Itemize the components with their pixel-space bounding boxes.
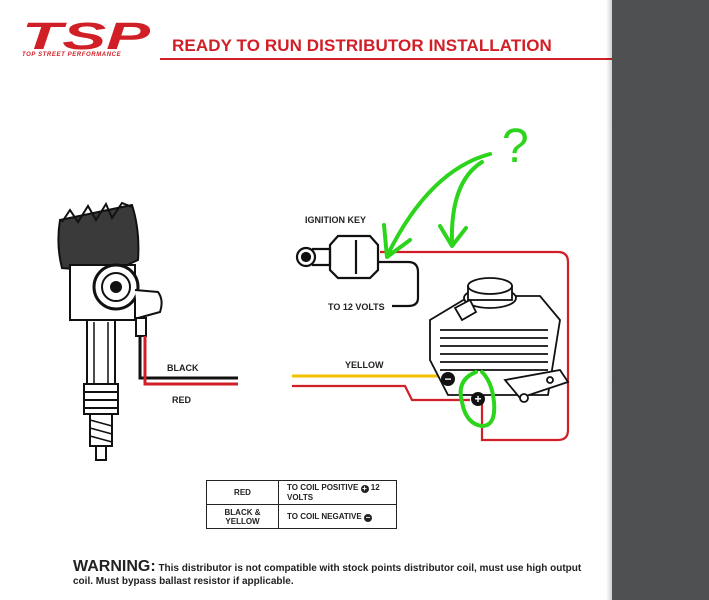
document-page: TSP TOP STREET PERFORMANCE READY TO RUN …: [22, 0, 612, 600]
minus-icon: −: [363, 512, 372, 522]
distributor-shaft: [86, 319, 116, 386]
red-wire-label: RED: [172, 395, 192, 405]
plus-symbol: +: [474, 392, 481, 406]
warning-title: WARNING:: [73, 558, 156, 575]
green-annotation: [382, 152, 497, 428]
warning-body: This distributor is not compatible with …: [73, 563, 582, 587]
green-arrow-right: [449, 160, 484, 246]
logo-text: TSP: [22, 18, 151, 54]
question-mark: ?: [502, 120, 529, 173]
black-wire-label: BLACK: [167, 363, 199, 373]
legend-connection: TO COIL NEGATIVE −: [278, 504, 397, 529]
coil-negative-terminal: [441, 372, 455, 386]
legend-wire: BLACK & YELLOW: [206, 504, 279, 529]
ignition-key: [295, 234, 380, 280]
wiring-legend: RED TO COIL POSITIVE + 12 VOLTS BLACK & …: [206, 480, 397, 529]
black-wire: [138, 336, 238, 380]
page-edge-shadow: [606, 0, 612, 600]
legend-row: BLACK & YELLOW TO COIL NEGATIVE −: [206, 504, 397, 529]
title-rule: [160, 58, 612, 60]
legend-connection-text: TO COIL POSITIVE: [287, 483, 359, 492]
coil-positive-terminal: [471, 392, 485, 406]
green-circle: [458, 370, 497, 428]
yellow-wire-label: YELLOW: [345, 360, 384, 370]
minus-symbol: −: [444, 372, 451, 386]
to-12v-wire: [378, 260, 420, 308]
legend-suffix: 12 VOLTS: [287, 483, 380, 502]
wiring-diagram: BLACK RED IGNITION KEY TO 12 VOLTS YELLO…: [57, 120, 570, 461]
legend-connection: TO COIL POSITIVE + 12 VOLTS: [278, 480, 397, 505]
green-arrow-left: [386, 152, 492, 256]
warning-text: WARNING: This distributor is not compati…: [73, 558, 593, 588]
legend-row: RED TO COIL POSITIVE + 12 VOLTS: [206, 480, 397, 505]
red-wire-ignition: [380, 250, 570, 442]
red-wire-distributor: [143, 336, 238, 386]
ignition-key-label: IGNITION KEY: [305, 215, 366, 225]
page-title: READY TO RUN DISTRIBUTOR INSTALLATION: [172, 36, 552, 55]
viewer-background: [612, 0, 709, 600]
legend-connection-text: TO COIL NEGATIVE: [287, 511, 362, 521]
to-12v-label: TO 12 VOLTS: [328, 302, 385, 312]
legend-wire: RED: [206, 480, 279, 505]
plus-icon: +: [360, 484, 369, 493]
red-wire-segment: [292, 384, 470, 402]
logo-subtitle: TOP STREET PERFORMANCE: [22, 52, 122, 58]
distributor: [57, 201, 163, 461]
tsp-logo: TSP: [22, 18, 151, 54]
ignition-coil: [429, 277, 570, 403]
